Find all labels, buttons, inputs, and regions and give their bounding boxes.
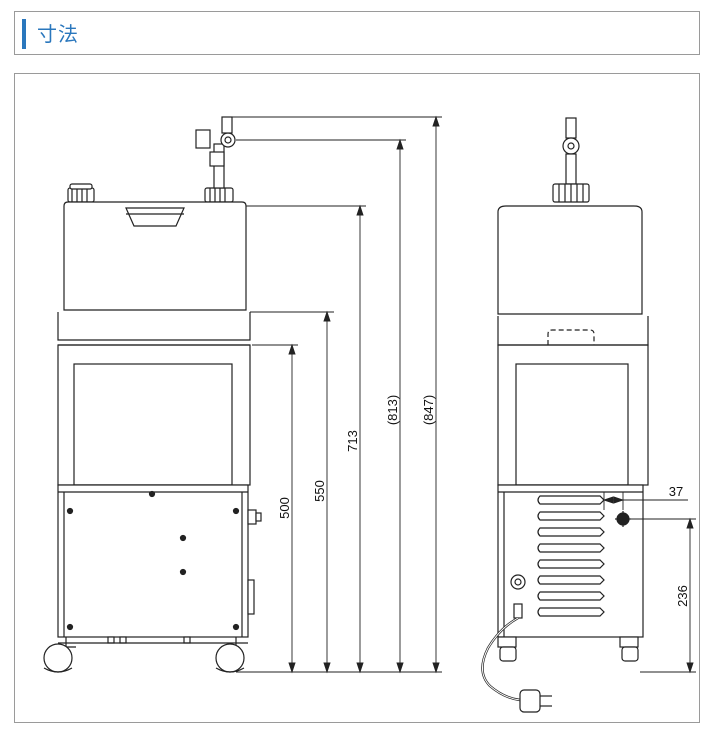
dim-37-label: 37 [669, 484, 683, 499]
section-header: 寸法 [14, 11, 700, 55]
header-accent-bar [22, 19, 26, 49]
dim-813-label: (813) [385, 395, 400, 425]
front-dimension-lines [232, 115, 442, 674]
dim-550-label: 550 [312, 480, 327, 502]
dim-500-label: 500 [277, 497, 292, 519]
side-view [481, 117, 649, 713]
dim-713-label: 713 [345, 430, 360, 452]
front-view [43, 116, 262, 673]
section-title: 寸法 [37, 22, 79, 46]
side-dimension-lines [602, 492, 696, 674]
dim-236-label: 236 [675, 585, 690, 607]
dim-847-label: (847) [421, 395, 436, 425]
